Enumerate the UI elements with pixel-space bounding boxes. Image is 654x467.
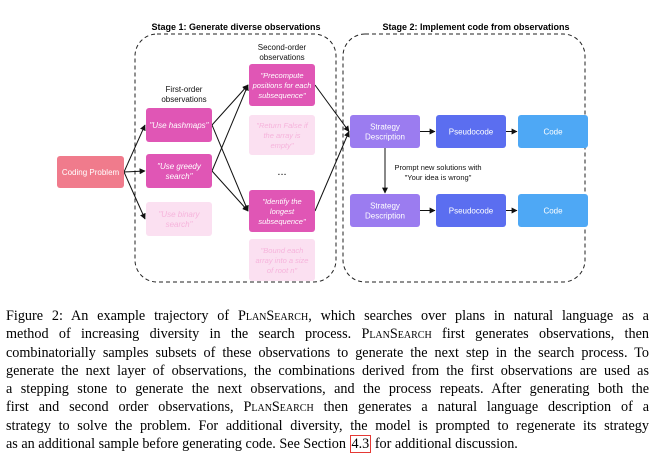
stage2-title: Stage 2: Implement code from observation… xyxy=(382,22,569,32)
ellipsis: ... xyxy=(277,166,286,178)
first-order-observation-1: "Use hashmaps" xyxy=(146,108,212,142)
coding-problem-box-shape xyxy=(57,156,124,188)
caption-line: a stepping stone to generate the next ob… xyxy=(6,381,649,398)
edge-first-1-to-second-1 xyxy=(211,84,249,126)
code-box-2: Code xyxy=(518,194,588,227)
first-order-observation-1-label: "Use hashmaps" xyxy=(149,121,209,130)
pseudocode-box-1-label: Pseudocode xyxy=(449,128,494,137)
first-order-observation-1-shape xyxy=(146,108,212,142)
second-order-observation-1-shape xyxy=(249,64,315,106)
figure-diagram: Stage 1: Generate diverse observations S… xyxy=(57,22,588,283)
stage1-title: Stage 1: Generate diverse observations xyxy=(151,22,320,32)
edge-second-to-strategy-1 xyxy=(314,84,350,132)
edge-first-1-to-second-3 xyxy=(211,124,249,212)
edge-problem-to-first-2 xyxy=(123,168,146,175)
pseudocode-box-1-shape xyxy=(436,115,506,148)
edge-first-2-to-second-1 xyxy=(211,84,249,172)
caption-line: first and second order observations, Pla… xyxy=(6,399,649,416)
second-order-observation-4-shape xyxy=(249,239,315,281)
method-name: PlanSearch xyxy=(243,399,314,416)
figure-caption: Figure 2: An example trajectory of PlanS… xyxy=(6,307,649,454)
method-name: PlanSearch xyxy=(361,326,432,343)
caption-line: combinatorially samples subsets of these… xyxy=(6,344,649,361)
code-box-2-label: Code xyxy=(543,207,563,216)
caption-line: strategy to solve the problem. For addit… xyxy=(6,417,649,434)
edge-first-2-to-second-3 xyxy=(211,170,249,212)
pseudocode-box-2: Pseudocode xyxy=(436,194,506,227)
caption-line: method of increasing diversity in the se… xyxy=(6,326,649,343)
edge-problem-to-first-3 xyxy=(123,171,146,220)
second-order-observation-3-shape xyxy=(249,190,315,232)
code-box-1-label: Code xyxy=(543,128,563,137)
strategy-description-box-1-shape xyxy=(350,115,420,148)
pseudocode-box-2-shape xyxy=(436,194,506,227)
pseudocode-box-2-label: Pseudocode xyxy=(449,207,494,216)
coding-problem-box: Coding Problem xyxy=(57,156,124,188)
strategy-description-box-2-shape xyxy=(350,194,420,227)
edge-problem-to-first-1 xyxy=(123,124,146,173)
code-box-2-shape xyxy=(518,194,588,227)
section-reference-link[interactable]: 4.3 xyxy=(349,435,372,454)
method-name: PlanSearch xyxy=(237,308,309,324)
prompt-label: Prompt new solutions with"Your idea is w… xyxy=(394,163,481,182)
caption-line: Figure 2: An example trajectory of PlanS… xyxy=(6,308,649,324)
edge-second-to-strategy-2 xyxy=(314,130,350,212)
caption-line: generate the next layer of observations,… xyxy=(6,362,649,379)
first-order-observation-3-shape xyxy=(146,202,212,236)
second-order-observation-2-shape xyxy=(249,115,315,155)
stage1-frame xyxy=(134,33,337,283)
code-box-1: Code xyxy=(518,115,588,148)
caption-line: as an additional sample before generatin… xyxy=(6,435,518,454)
first-order-observation-2-shape xyxy=(146,154,212,188)
pseudocode-box-1: Pseudocode xyxy=(436,115,506,148)
stage2-frame xyxy=(342,33,586,283)
coding-problem-box-label: Coding Problem xyxy=(62,168,120,177)
code-box-1-shape xyxy=(518,115,588,148)
